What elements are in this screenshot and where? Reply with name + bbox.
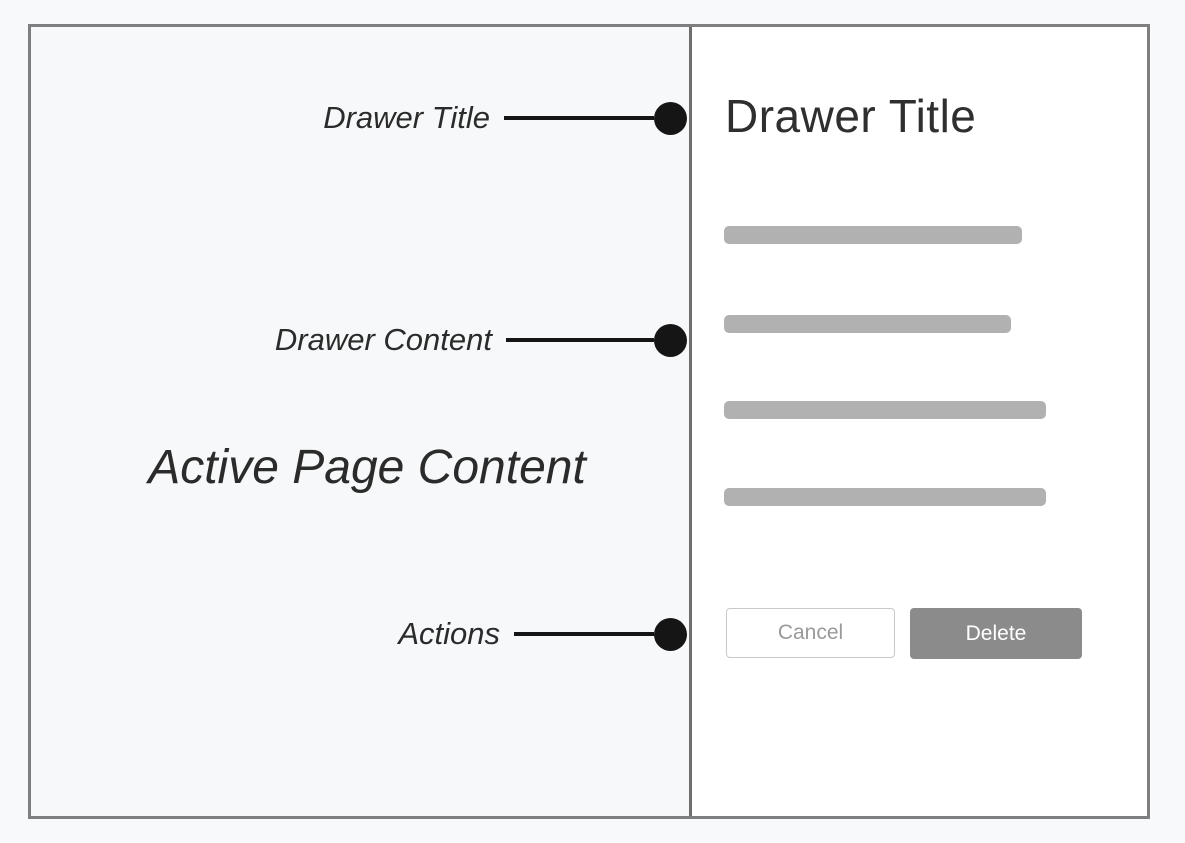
callout-line [504, 116, 654, 120]
callout-line [506, 338, 654, 342]
actions-annotation-label: Actions [398, 616, 500, 651]
delete-button[interactable]: Delete [910, 608, 1082, 659]
callout-dot-icon [654, 323, 687, 357]
drawer-title-annotation-label: Drawer Title [323, 100, 490, 135]
callout-drawer-title: Drawer Title [323, 100, 687, 136]
drawer-title: Drawer Title [725, 90, 977, 142]
callout-drawer-content: Drawer Content [275, 322, 687, 358]
callout-dot-icon [654, 617, 687, 651]
cancel-button[interactable]: Cancel [726, 608, 895, 658]
callout-line [514, 632, 654, 636]
drawer-divider [689, 27, 692, 816]
drawer-content-annotation-label: Drawer Content [274, 322, 492, 357]
callout-dot-icon [654, 101, 687, 135]
callout-actions: Actions [398, 616, 687, 652]
active-page-content-label: Active Page Content [148, 441, 586, 494]
drawer-panel [692, 27, 1147, 816]
